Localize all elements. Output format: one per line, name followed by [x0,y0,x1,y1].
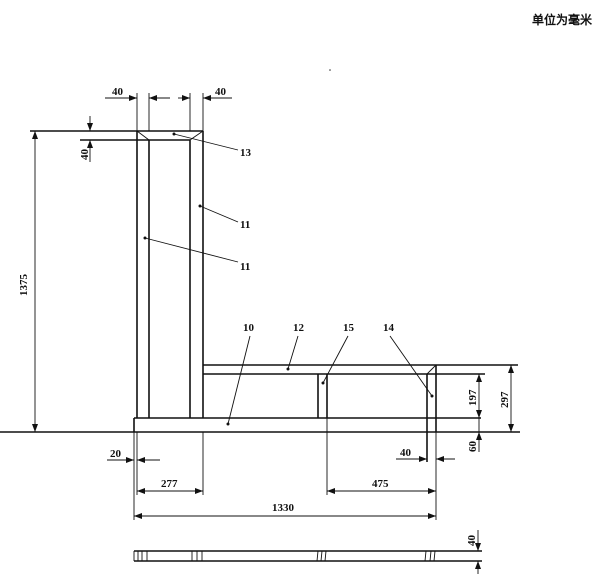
dimension-lines [32,95,514,519]
dim-60: 60 [467,441,479,453]
part-label-10: 10 [243,322,255,334]
dim-top-left-40: 40 [112,86,124,98]
part-label-13: 13 [240,147,252,159]
part-label-11: 11 [240,261,250,273]
part-label-12: 12 [293,322,305,334]
plan-view [133,530,482,574]
dim-197: 197 [467,389,479,406]
dim-1375: 1375 [18,274,30,297]
dim-20: 20 [110,448,122,460]
dim-40: 40 [400,447,412,459]
column-frame [30,130,204,418]
dim-297: 297 [499,391,511,408]
leader-lines [143,132,434,426]
dim-top-right-40: 40 [215,86,227,98]
part-label-11: 11 [240,219,250,231]
part-label-15: 15 [343,322,355,334]
dim-475: 475 [372,478,389,490]
dim-plan-40: 40 [466,535,478,547]
dim-1330: 1330 [272,502,295,514]
dim-277: 277 [161,478,178,490]
dim-left-40: 40 [79,149,91,161]
unit-note: 单位为毫米 [532,12,593,27]
speck [329,69,331,71]
base-frame [0,364,520,462]
extension-lines [133,93,437,520]
part-label-14: 14 [383,322,395,334]
